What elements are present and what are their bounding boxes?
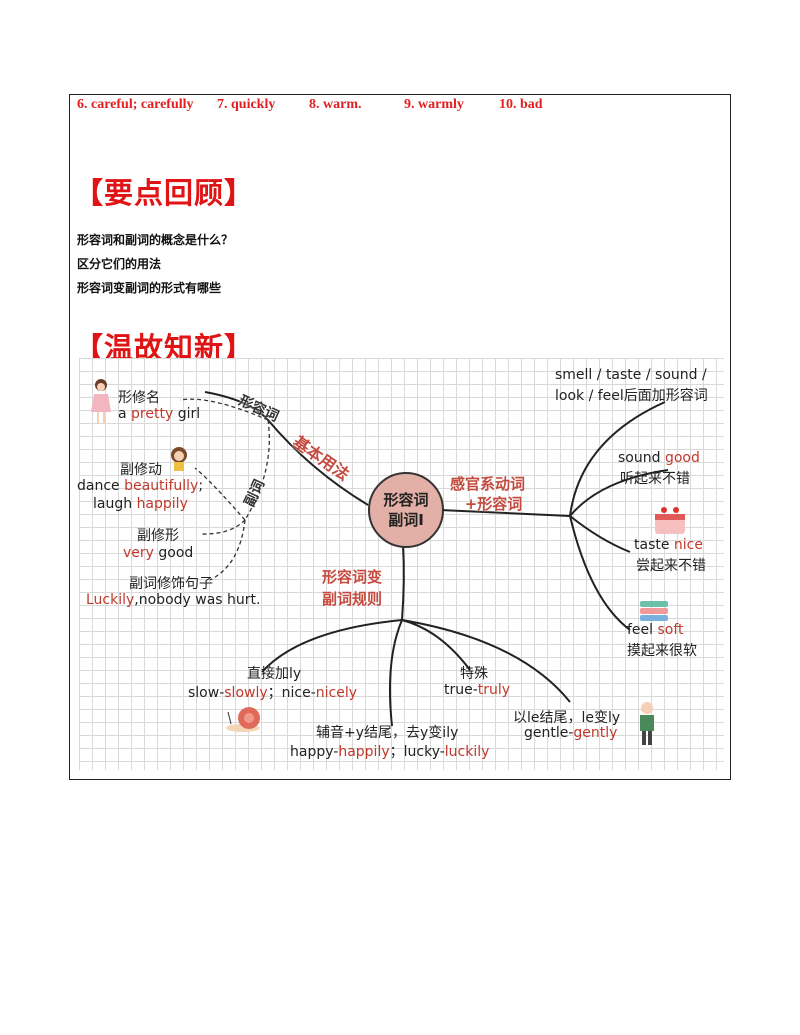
rule-le-label: 以le结尾，le变ly [513,710,621,726]
adj-noun-example: a pretty girl [118,406,201,422]
sense-verbs-line-1: smell / taste / sound / [555,367,707,383]
review-question-1: 形容词和副词的概念是什么？ [77,233,234,247]
answer-10: 10. bad [499,97,543,112]
sense-line-2: +形容词 [464,495,523,513]
review-heading: 【要点回顾】 [74,176,255,210]
girl-figure-icon [91,379,111,424]
sound-zh: 听起来不错 [620,471,690,487]
towels-icon [640,601,668,621]
adv-adj-label: 副修形 [137,528,179,544]
rules-line-2: 副词规则 [322,590,383,608]
branch-rules: 形容词变 副词规则 [322,566,382,610]
review-question-2: 区分它们的用法 [77,257,162,271]
taste-example: taste nice [634,537,703,553]
answer-8: 8. warm. [309,97,362,112]
answer-7: 7. quickly [217,97,276,112]
sound-example: sound good [618,450,700,466]
sense-line-1: 感官系动词 [450,475,526,493]
adv-verb-example-1: dance beautifully; [77,478,204,494]
review-question-3: 形容词变副词的形式有哪些 [77,281,222,295]
sense-verbs-line-2: look / feel后面加形容词 [555,388,708,404]
content-frame [69,94,731,780]
adv-verb-example-2: laugh happily [93,496,188,512]
answer-9: 9. warmly [404,97,464,112]
mindmap-grid [79,358,724,770]
cake-icon [655,507,685,534]
mindmap-center: 形容词 副词Ⅰ [368,472,444,548]
rule-le-example: gentle-gently [524,725,618,741]
rule-y-label: 辅音+y结尾，去y变ily [316,725,459,741]
rules-line-1: 形容词变 [322,568,383,586]
adv-adj-example: very good [123,545,194,561]
answer-6: 6. careful; carefully [77,97,194,112]
rule-special-label: 特殊 [460,666,488,682]
taste-zh: 尝起来不错 [636,558,706,574]
feel-zh: 摸起来很软 [627,643,697,659]
snail-icon [226,707,260,732]
branch-sense-verbs: 感官系动词 +形容词 [450,474,525,514]
adv-sentence-label: 副词修饰句子 [129,576,213,592]
center-line-1: 形容词 [383,491,429,509]
adv-verb-label: 副修动 [120,462,162,478]
rule-direct-example: slow-slowly；nice-nicely [188,685,358,701]
rule-direct-label: 直接加ly [247,666,302,682]
child-figure-icon [171,447,187,471]
rule-y-example: happy-happily；lucky-luckily [290,744,490,760]
rule-special-example: true-truly [444,682,511,698]
adv-sentence-example: Luckily,nobody was hurt. [86,592,261,608]
boy-figure-icon [640,702,654,745]
feel-example: feel soft [627,622,684,638]
adj-noun-label: 形修名 [118,390,160,406]
center-line-2: 副词Ⅰ [388,511,424,529]
